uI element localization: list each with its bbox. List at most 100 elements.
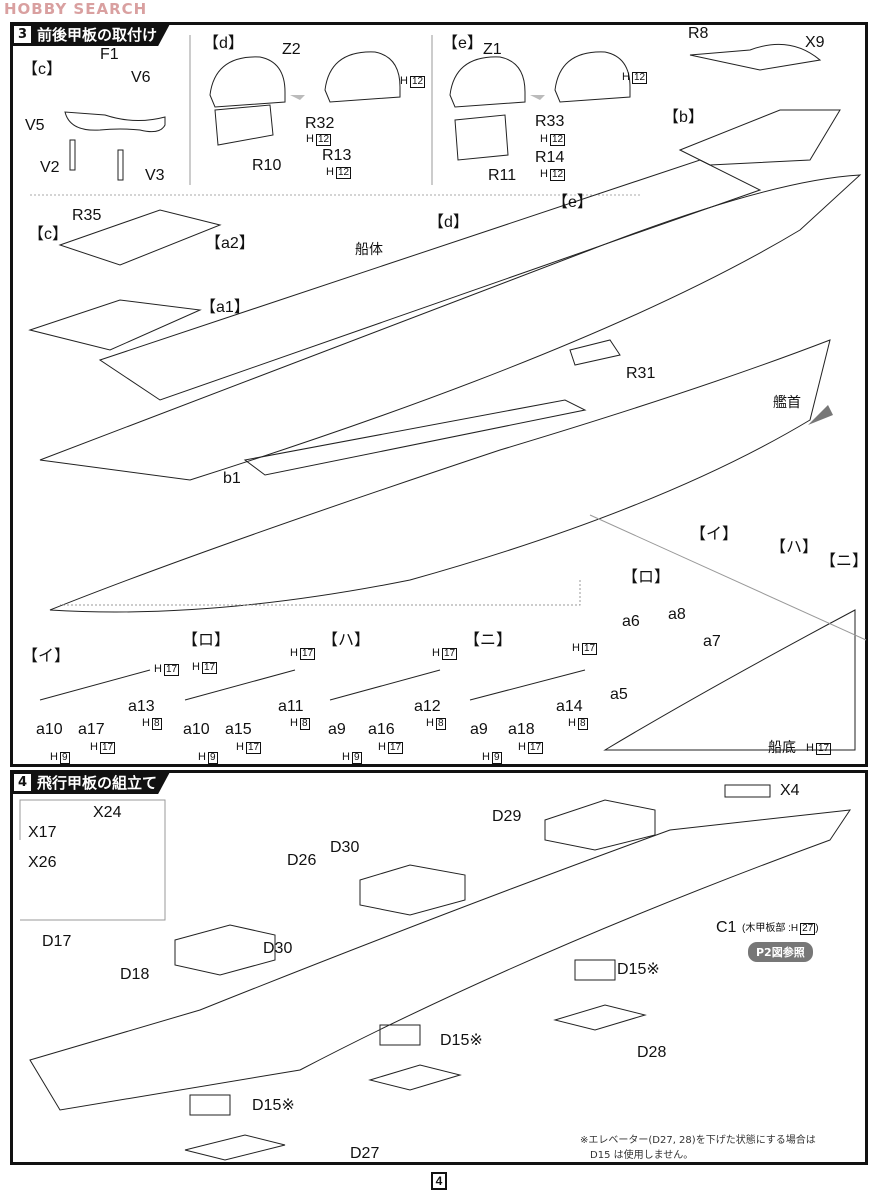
label: 【e】 [552, 194, 593, 211]
label: a10 [36, 721, 63, 738]
label: 【ロ】 [182, 632, 231, 649]
label: D26 [287, 852, 317, 869]
propeller-groups [39, 669, 586, 701]
label: a10 [183, 721, 210, 738]
label: D27 [350, 1145, 380, 1162]
part-d27 [184, 1134, 286, 1161]
part-r10 [214, 104, 274, 146]
label: 【ハ】 [322, 632, 371, 649]
label: 【イ】 [690, 526, 739, 543]
label: 【d】 [203, 35, 244, 52]
label: C1 [716, 919, 737, 936]
label: 船体 [355, 242, 383, 258]
footnote: ※エレベーター(D27, 28)を下げた状態にする場合は D15 は使用しません… [580, 1135, 816, 1161]
label: a15 [225, 721, 252, 738]
label: R35 [72, 207, 102, 224]
part-x9 [689, 43, 822, 71]
label: D17 [42, 933, 72, 950]
hull-deck [98, 159, 762, 401]
part-assembled [554, 51, 631, 103]
part-assembled [324, 51, 401, 103]
label: 【c】 [28, 226, 69, 243]
label: Z2 [282, 41, 301, 58]
label: R10 [252, 157, 282, 174]
part-a2 [58, 209, 222, 266]
label: F1 [100, 46, 119, 63]
label: D29 [492, 808, 522, 825]
label: R11 [488, 167, 517, 184]
label: a18 [508, 721, 535, 738]
label: 【ロ】 [622, 569, 671, 586]
part-v3 [117, 149, 124, 181]
label: R14 [535, 149, 565, 166]
label: 船底 [768, 740, 796, 756]
watermark: HOBBY SEARCH [4, 0, 148, 18]
part-z1 [449, 56, 526, 108]
label: a6 [622, 613, 640, 630]
label: 【b】 [663, 109, 704, 126]
flight-deck-c1 [29, 809, 852, 1111]
label: R13 [322, 147, 352, 164]
label: X17 [28, 824, 57, 841]
label: D18 [120, 966, 150, 983]
part-v5 [64, 111, 166, 133]
inset-bottom [603, 609, 856, 751]
label: D30 [330, 839, 360, 856]
label: 【a2】 [205, 235, 255, 252]
label: V3 [145, 167, 165, 184]
part-b-deck [678, 109, 841, 166]
page-number: 4 [431, 1172, 447, 1190]
part-z2 [209, 56, 286, 108]
label: a9 [470, 721, 488, 738]
label: R31 [626, 365, 656, 382]
label: a16 [368, 721, 395, 738]
label: Z1 [483, 41, 502, 58]
ship-bottom [49, 339, 831, 613]
label: R8 [688, 25, 709, 42]
label: D15※ [440, 1032, 483, 1049]
part-a1 [28, 299, 202, 351]
step4-title: 飛行甲板の組立て [37, 773, 158, 792]
label: a14 [556, 698, 583, 715]
label: 【d】 [428, 214, 469, 231]
part-d30 [174, 924, 276, 976]
reference-badge: P2図参照 [748, 942, 813, 962]
label: 【a1】 [200, 299, 250, 316]
label: R33 [535, 113, 565, 130]
label: X9 [805, 34, 825, 51]
label: 【ニ】 [464, 632, 513, 649]
label: a7 [703, 633, 721, 650]
part-d30 [359, 864, 466, 916]
part-r11 [454, 114, 509, 161]
label: a8 [668, 606, 686, 623]
label: V5 [25, 117, 45, 134]
label: a11 [278, 698, 304, 715]
part-r31 [569, 339, 621, 366]
label: D15※ [617, 961, 660, 978]
label: a9 [328, 721, 346, 738]
part-b1 [243, 399, 587, 476]
label: X4 [780, 782, 800, 799]
label: X26 [28, 854, 57, 871]
label: a13 [128, 698, 155, 715]
